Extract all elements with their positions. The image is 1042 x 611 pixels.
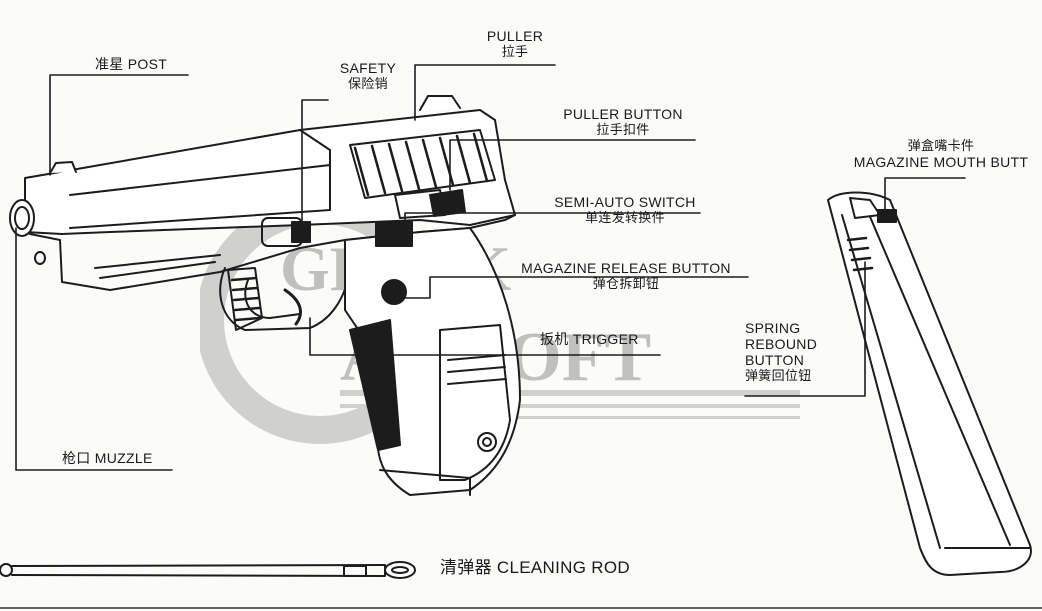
label-puller: PULLER 拉手 (475, 28, 555, 60)
leader-mag-release (403, 276, 749, 299)
label-puller-button: PULLER BUTTON 拉手扣件 (548, 106, 698, 138)
label-puller-button-en: PULLER BUTTON (563, 106, 683, 122)
label-post: 准星 POST (95, 56, 168, 72)
leader-muzzle (15, 227, 173, 471)
label-cleaning-rod: 清弹器 CLEANING ROD (440, 558, 630, 577)
leader-post (49, 74, 189, 176)
label-safety-en: SAFETY (339, 60, 397, 76)
cleaning-rod (0, 561, 416, 579)
label-mag-release-cn: 弹仓拆卸钮 (592, 276, 660, 291)
magazine-mouth-button (877, 209, 897, 223)
puller-button (429, 189, 466, 217)
label-mag-release-en: MAGAZINE RELEASE BUTTON (521, 260, 731, 276)
magazine-release (381, 279, 407, 305)
label-spring-cn: 弹簧回位钮 (745, 368, 812, 383)
label-puller-button-cn: 拉手扣件 (596, 122, 650, 137)
label-mag-mouth-cn: 弹盒嘴卡件 (907, 138, 975, 153)
front-sight (49, 161, 77, 174)
label-safety-cn: 保险销 (348, 76, 388, 91)
pistol-grip (344, 227, 521, 496)
pistol-frame (29, 214, 516, 331)
semi-auto-switch (375, 221, 413, 247)
label-muzzle: 枪口 MUZZLE (62, 450, 153, 466)
label-semi-auto: SEMI-AUTO SWITCH 单连发转换件 (537, 194, 713, 226)
label-mag-mouth: 弹盒嘴卡件 MAGAZINE MOUTH BUTT (836, 138, 1042, 170)
label-spring-en-1: SPRING (745, 320, 801, 336)
label-spring: SPRING REBOUND BUTTON 弹簧回位钮 (745, 320, 817, 384)
label-spring-en-3: BUTTON (745, 352, 805, 368)
label-puller-en: PULLER (486, 28, 544, 44)
label-puller-cn: 拉手 (501, 44, 529, 59)
magazine (827, 191, 1032, 576)
label-trigger: 扳机 TRIGGER (540, 331, 639, 347)
leader-spring (744, 261, 866, 397)
leader-puller (414, 64, 556, 121)
leader-trigger (309, 317, 661, 356)
label-safety: SAFETY 保险销 (328, 60, 408, 92)
label-mag-mouth-en: MAGAZINE MOUTH BUTT (853, 154, 1029, 170)
leader-puller-button (449, 139, 696, 191)
trigger (283, 288, 302, 326)
label-spring-en-2: REBOUND (745, 336, 818, 352)
label-semi-auto-en: SEMI-AUTO SWITCH (554, 194, 696, 210)
leader-safety (301, 99, 329, 226)
leader-semi-auto (404, 212, 701, 236)
leader-lines (15, 64, 966, 471)
pistol-slide (24, 95, 516, 235)
rear-sight (419, 95, 461, 111)
label-mag-release: MAGAZINE RELEASE BUTTON 弹仓拆卸钮 (503, 260, 749, 292)
pistol-muzzle (9, 199, 46, 265)
pistol-controls (261, 189, 466, 305)
label-semi-auto-cn: 单连发转换件 (585, 210, 665, 225)
leader-mag-mouth (884, 177, 966, 213)
